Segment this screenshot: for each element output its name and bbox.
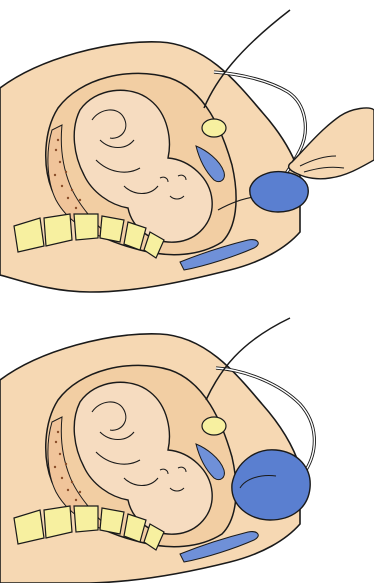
vacuum-cup [250, 172, 308, 212]
panel-top [0, 10, 374, 292]
pubic-bone-2 [202, 417, 226, 435]
pubic-bone [202, 119, 226, 137]
panel-bottom [0, 318, 314, 583]
